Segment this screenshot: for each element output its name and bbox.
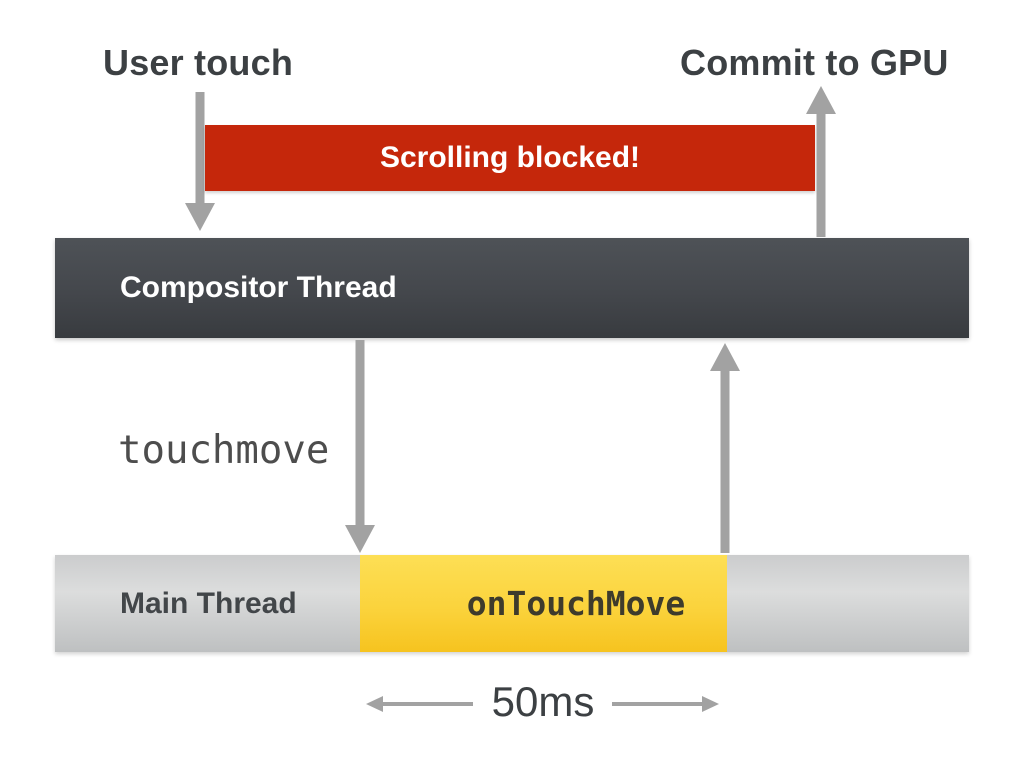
arrow-head [366, 696, 383, 712]
on-touch-move-label: onTouchMove [466, 584, 686, 623]
scrolling-blocked-label: Scrolling blocked! [379, 141, 641, 174]
arrow-shaft [816, 113, 826, 237]
main-to-compositor-up-arrow-icon [710, 343, 740, 553]
arrow-shaft [195, 92, 205, 204]
arrow-shaft [355, 340, 365, 526]
commit-up-arrow-icon [806, 86, 836, 237]
arrow-shaft [612, 702, 705, 706]
user-touch-down-arrow-icon [185, 92, 215, 231]
main-thread-bar: Main Thread onTouchMove [55, 555, 969, 652]
duration-left-arrow-icon [366, 696, 473, 712]
arrow-head [345, 525, 375, 553]
touchmove-down-arrow-icon [345, 340, 375, 553]
on-touch-move-segment: onTouchMove [360, 555, 727, 652]
arrow-head [185, 203, 215, 231]
commit-to-gpu-label: Commit to GPU [680, 42, 949, 83]
compositor-thread-label: Compositor Thread [120, 271, 397, 304]
arrow-shaft [720, 370, 730, 553]
duration-right-arrow-icon [612, 696, 719, 712]
arrow-head [710, 343, 740, 371]
main-thread-label: Main Thread [120, 586, 297, 620]
arrow-head [702, 696, 719, 712]
user-touch-label: User touch [103, 42, 294, 83]
scrolling-blocked-bar: Scrolling blocked! [205, 125, 815, 191]
compositor-thread-bar: Compositor Thread [55, 238, 969, 338]
duration-label: 50ms [491, 678, 595, 725]
arrow-head [806, 86, 836, 114]
arrow-shaft [380, 702, 473, 706]
touchmove-label: touchmove [118, 428, 330, 473]
